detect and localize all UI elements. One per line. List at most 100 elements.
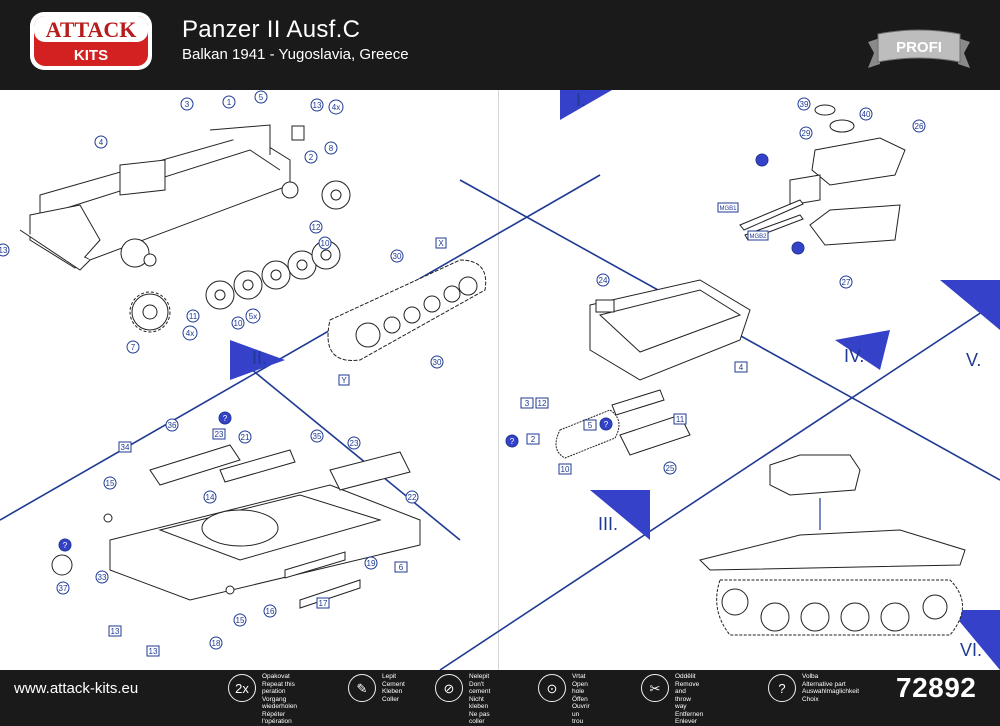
knife-icon: ✂ <box>641 674 669 702</box>
legend-repeat-text: Opakovat Repeat this peration Vorgang wi… <box>262 673 298 725</box>
part-label-3b: 3 <box>525 399 530 408</box>
part-label-2b: 2 <box>531 435 536 444</box>
sprocket-icon <box>129 291 171 333</box>
profi-badge-text: PROFI <box>896 39 942 56</box>
part-label-11b: 11 <box>676 415 685 424</box>
part-label-30b: 30 <box>433 358 442 367</box>
part-label-3: 3 <box>185 100 190 109</box>
track-end-y: Y <box>341 376 347 385</box>
part-label-13d: 13 <box>149 647 158 656</box>
part-label-7: 7 <box>131 343 136 352</box>
question-icon: ? <box>63 541 68 550</box>
part-label-5x: 5x <box>249 312 257 321</box>
legend-remove-text: Oddělit Remove and throw way Entfernen E… <box>675 673 704 725</box>
stage-label-4: IV. <box>844 346 864 366</box>
question-icon: ? <box>768 674 796 702</box>
no-glue-icon: ⊘ <box>435 674 463 702</box>
part-label-10: 10 <box>234 319 243 328</box>
part-label-8: 8 <box>329 144 334 153</box>
part-label-4x: 4x <box>332 103 340 112</box>
center-fold <box>498 90 499 670</box>
track-end-x: X <box>438 239 444 248</box>
part-label-4: 4 <box>99 138 104 147</box>
part-label-35: 35 <box>313 432 322 441</box>
part-label-27: 27 <box>842 278 851 287</box>
header-bar: ATTACK KITS Panzer II Ausf.C Balkan 1941… <box>0 0 1000 90</box>
road-wheels <box>131 125 351 331</box>
mg-barrel-1-label: MGB1 <box>719 206 737 212</box>
part-label-30a: 30 <box>393 252 402 261</box>
part-label-25: 25 <box>666 464 675 473</box>
part-label-13c: 13 <box>111 627 120 636</box>
complete-tank-drawing <box>699 454 966 636</box>
legend-choice-text: Volba Alternative part Auswahlmaglichkei… <box>802 673 860 703</box>
part-label-5b: 5 <box>588 421 593 430</box>
glue-icon: ✎ <box>348 674 376 702</box>
attack-kits-logo: ATTACK KITS <box>30 12 152 70</box>
catalog-number: 72892 <box>896 672 977 703</box>
part-label-15b: 15 <box>236 616 245 625</box>
mg-barrel-2-label: MGB2 <box>749 234 767 240</box>
part-label-19: 19 <box>367 559 376 568</box>
brand-bottom-text: KITS <box>74 47 108 64</box>
part-label-40: 40 <box>862 110 871 119</box>
part-label-13: 13 <box>313 101 322 110</box>
stage-markers <box>230 90 1000 670</box>
website-link[interactable]: www.attack-kits.eu <box>14 680 139 697</box>
part-label-26: 26 <box>915 122 924 131</box>
track-drawing <box>327 259 487 361</box>
page-subtitle: Balkan 1941 - Yugoslavia, Greece <box>182 46 409 63</box>
question-icon: ? <box>604 420 609 429</box>
part-label-33: 33 <box>98 573 107 582</box>
turret-drawing <box>739 104 906 246</box>
stage-label-5: V. <box>966 350 981 370</box>
part-label-22: 22 <box>408 493 417 502</box>
part-label-12b: 12 <box>538 399 547 408</box>
part-label-36: 36 <box>168 421 177 430</box>
stage-label-6: VI. <box>960 640 982 660</box>
drill-icon: ⊙ <box>538 674 566 702</box>
legend-cement-text: Lepit Cement Kleben Coller <box>382 673 405 703</box>
part-label-1: 1 <box>227 98 232 107</box>
stage-label-2: II. <box>252 348 267 368</box>
question-icon: ? <box>223 414 228 423</box>
upper-hull-drawing <box>51 444 421 609</box>
part-label-5: 5 <box>259 93 264 102</box>
part-label-13b: 13 <box>0 246 8 255</box>
part-label-29: 29 <box>802 129 811 138</box>
page-title: Panzer II Ausf.C <box>182 16 361 43</box>
part-label-4b: 4 <box>739 363 744 372</box>
part-label-37: 37 <box>59 584 68 593</box>
part-label-23b: 23 <box>350 439 359 448</box>
part-label-6: 6 <box>399 563 404 572</box>
assembly-sheet: I. II. III. IV. V. VI. <box>0 90 1000 670</box>
part-label-16: 16 <box>266 607 275 616</box>
profi-banner: PROFI <box>868 29 970 68</box>
part-label-14: 14 <box>206 493 215 502</box>
repeat-icon: 2x <box>228 674 256 702</box>
part-label-24: 24 <box>599 276 608 285</box>
part-label-23a: 23 <box>215 430 224 439</box>
legend-dont-cement-text: Nelepit Don't cement Nicht kleben Ne pas… <box>469 673 491 725</box>
part-label-11: 11 <box>189 312 198 321</box>
callouts-stage-3: 34 36 ? 23 21 35 23 15 14 22 ? 37 33 13 … <box>56 411 419 657</box>
hull-drawing <box>19 124 291 271</box>
part-label-4x-b: 4x <box>186 329 194 338</box>
stage-label-3: III. <box>598 514 618 534</box>
rear-hull-drawing <box>555 279 751 459</box>
part-label-12: 12 <box>312 223 321 232</box>
part-label-34: 34 <box>121 443 130 452</box>
part-label-2: 2 <box>309 153 314 162</box>
assembly-diagram: I. II. III. IV. V. VI. <box>0 90 1000 670</box>
callouts-stage-4: 24 4 3 12 ? 2 ? 5 11 10 25 <box>505 273 748 475</box>
callouts-stage-2-top <box>0 90 344 354</box>
part-label-21: 21 <box>241 433 250 442</box>
part-label-17: 17 <box>319 599 328 608</box>
question-icon: ? <box>510 437 515 446</box>
part-label-10b: 10 <box>321 239 330 248</box>
part-label-39: 39 <box>800 100 809 109</box>
callouts-stage-1: 39 40 26 29 27 MGB1 MGB2 <box>717 97 926 289</box>
part-label-18: 18 <box>212 639 221 648</box>
footer-bar: www.attack-kits.eu 2x Opakovat Repeat th… <box>0 670 1000 725</box>
